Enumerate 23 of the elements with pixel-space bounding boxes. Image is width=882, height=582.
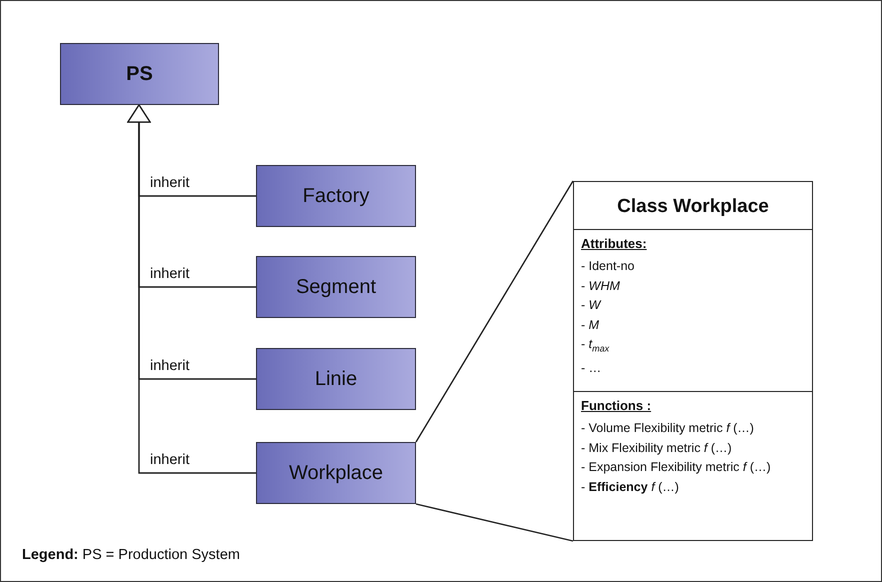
class-box: Factory (256, 165, 416, 227)
list-item: - WHM (581, 278, 621, 294)
list-item: - Ident-no (581, 258, 636, 275)
list-item: - t$_{max}$ (581, 336, 610, 356)
list-item: - … (581, 360, 602, 377)
zoom-line (416, 503, 574, 542)
list-item: - Expansion Flexibility metric f (…) (581, 459, 772, 476)
zoom-line (415, 180, 574, 442)
list-item: - Volume Flexibility metric f (…) (581, 420, 755, 437)
list-item: - Mix Flexibility metric f (…) (581, 440, 733, 457)
list-item: - M (581, 316, 600, 334)
compartment-heading: Functions : (581, 398, 652, 413)
legend-note: Legend: PS = Production System (22, 547, 240, 563)
class-detail-box (573, 181, 813, 541)
inheritance-arrow (127, 104, 256, 474)
class-title: Class Workplace (616, 195, 770, 218)
class-box: PS (60, 43, 219, 105)
list-item: - Efficiency f (…) (581, 478, 680, 496)
list-item: - W (581, 297, 602, 314)
compartment-heading: Attributes: (581, 236, 648, 251)
class-box: Workplace (256, 442, 416, 504)
class-box: Segment (256, 256, 416, 318)
class-box: Linie (256, 348, 416, 410)
